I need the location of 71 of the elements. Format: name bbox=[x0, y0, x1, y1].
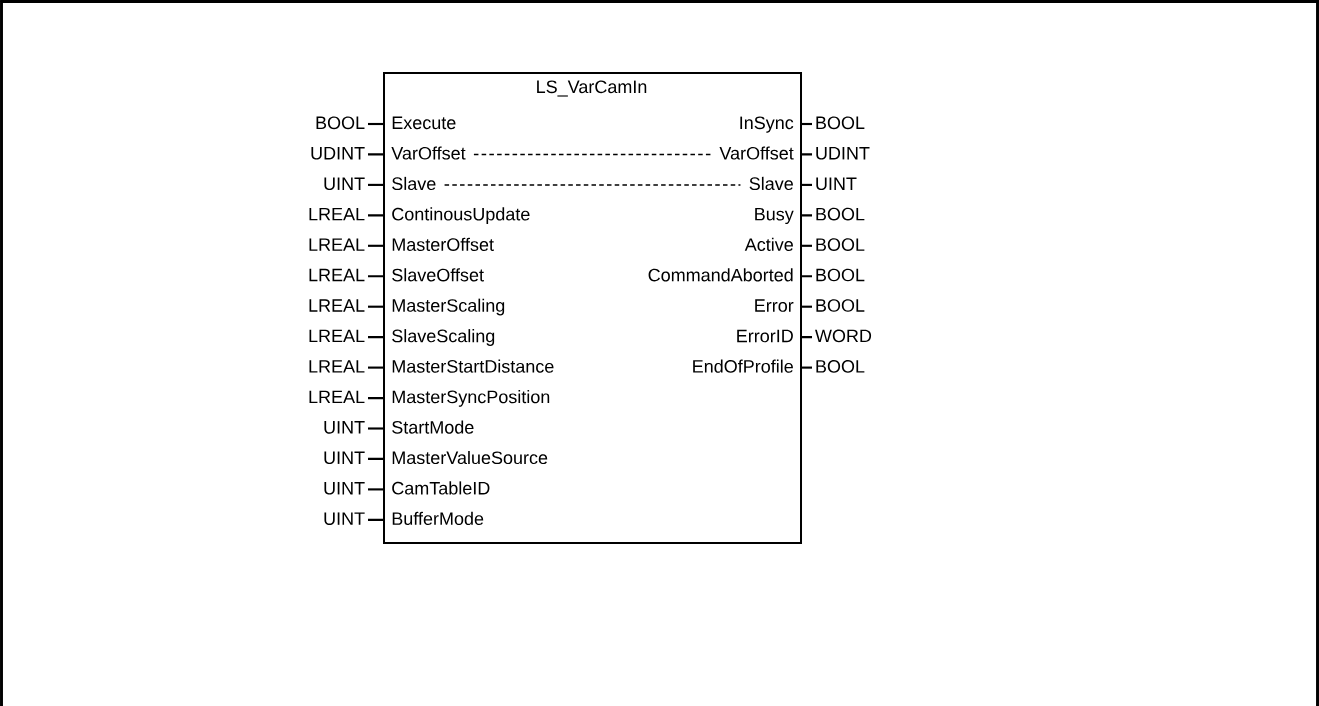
input-pin-name: ContinousUpdate bbox=[392, 207, 530, 225]
output-pin-name: VarOffset bbox=[719, 146, 794, 160]
pin-line bbox=[802, 244, 812, 247]
data-type-label: UINT bbox=[816, 177, 857, 191]
data-type-label: LREAL bbox=[309, 360, 365, 373]
pin-line bbox=[368, 275, 383, 278]
data-type-label: LREAL bbox=[309, 299, 365, 312]
input-pin-name: SlaveScaling bbox=[392, 329, 495, 346]
data-type-label: LREAL bbox=[309, 238, 365, 251]
pin-line bbox=[802, 305, 812, 308]
pin-line bbox=[368, 457, 383, 460]
data-type-label: LREAL bbox=[309, 390, 365, 404]
input-pin-name: VarOffset bbox=[391, 146, 466, 160]
output-pin-name: Slave bbox=[749, 176, 793, 191]
pin-line bbox=[802, 336, 812, 339]
pin-line bbox=[368, 427, 383, 430]
data-type-label: UINT bbox=[324, 451, 365, 465]
output-pin-name: EndOfProfile bbox=[693, 359, 793, 373]
pin-line bbox=[368, 122, 383, 126]
pin-line bbox=[368, 518, 383, 521]
pin-line bbox=[368, 397, 383, 400]
data-type-label: UINT bbox=[324, 512, 365, 525]
output-pin-name: Busy bbox=[755, 207, 794, 225]
data-type-label: UINT bbox=[324, 421, 365, 434]
data-type-label: UDINT bbox=[311, 147, 365, 160]
dashed-connector bbox=[473, 153, 712, 156]
data-type-label: UDINT bbox=[816, 147, 870, 160]
data-type-label: BOOL bbox=[816, 268, 865, 282]
output-pin-name: CommandAborted bbox=[648, 268, 793, 282]
data-type-label: WORD bbox=[815, 329, 872, 343]
input-pin-name: Execute bbox=[392, 116, 456, 130]
pin-line bbox=[368, 214, 383, 217]
pin-line bbox=[802, 275, 812, 278]
pin-line bbox=[802, 153, 812, 156]
input-pin-name: Slave bbox=[392, 176, 436, 191]
data-type-label: BOOL bbox=[816, 299, 865, 312]
output-pin-name: Error bbox=[755, 299, 794, 312]
pin-line bbox=[368, 305, 383, 308]
pin-line bbox=[802, 122, 812, 126]
input-pin-name: BufferMode bbox=[392, 511, 484, 526]
pin-line bbox=[802, 366, 812, 369]
data-type-label: BOOL bbox=[316, 116, 365, 130]
pin-line bbox=[802, 214, 812, 217]
data-type-label: BOOL bbox=[816, 360, 865, 373]
data-type-label: UINT bbox=[324, 482, 365, 495]
pin-line bbox=[368, 183, 383, 186]
data-type-label: LREAL bbox=[309, 207, 365, 221]
dashed-connector bbox=[443, 184, 742, 186]
input-pin-name: SlaveOffset bbox=[392, 268, 484, 282]
input-pin-name: MasterOffset bbox=[392, 237, 494, 251]
input-pin-name: MasterScaling bbox=[392, 298, 505, 316]
data-type-label: UINT bbox=[324, 177, 365, 191]
input-pin-name: MasterSyncPosition bbox=[392, 390, 550, 407]
input-pin-name: StartMode bbox=[392, 420, 474, 434]
input-pin-name: MasterStartDistance bbox=[392, 359, 554, 373]
input-pin-name: MasterValueSource bbox=[392, 450, 548, 465]
data-type-label: LREAL bbox=[309, 268, 365, 282]
data-type-label: LREAL bbox=[309, 329, 365, 343]
data-type-label: BOOL bbox=[816, 207, 865, 221]
pin-line bbox=[368, 153, 383, 156]
pin-line bbox=[368, 488, 383, 491]
pin-line bbox=[368, 366, 383, 369]
input-pin-name: CamTableID bbox=[392, 481, 490, 495]
data-type-label: BOOL bbox=[816, 116, 865, 130]
pin-line bbox=[802, 183, 812, 186]
pin-line bbox=[368, 244, 383, 247]
pin-line bbox=[368, 336, 383, 339]
data-type-label: BOOL bbox=[816, 238, 865, 251]
output-pin-name: InSync bbox=[740, 116, 794, 133]
output-pin-name: ErrorID bbox=[737, 329, 793, 343]
output-pin-name: Active bbox=[744, 237, 793, 251]
